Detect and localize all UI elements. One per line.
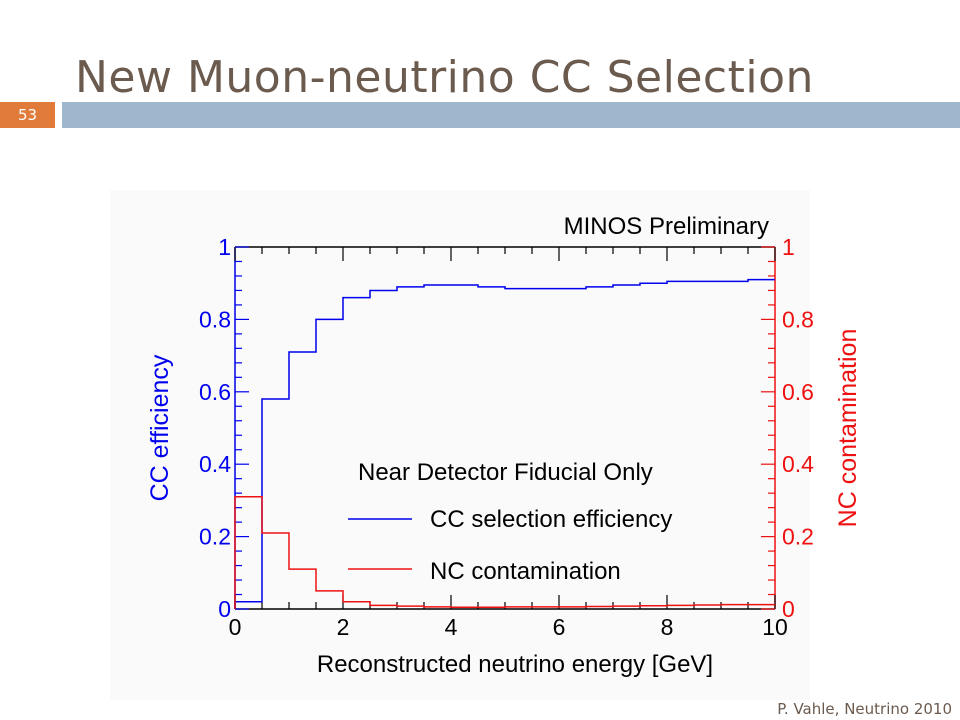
y-tick-label-right: 0	[782, 596, 795, 622]
y-tick-label-left: 1	[218, 234, 231, 260]
chart-header-text: MINOS Preliminary	[564, 213, 769, 240]
y-tick-label-right: 0.8	[782, 306, 814, 332]
page-number-badge: 53	[0, 102, 55, 128]
legend-label-nc: NC contamination	[430, 558, 621, 585]
x-tick-label: 0	[229, 614, 242, 640]
slide-title: New Muon-neutrino CC Selection	[75, 52, 814, 103]
y-tick-label-left: 0.8	[199, 306, 231, 332]
x-tick-label: 2	[337, 614, 350, 640]
y-tick-label-right: 0.6	[782, 379, 814, 405]
y-axis-title-left: CC efficiency	[146, 354, 174, 501]
nc-contamination-histogram	[234, 496, 775, 609]
y-axis-title-right: NC contamination	[834, 329, 862, 528]
y-tick-label-left: 0	[218, 596, 231, 622]
x-tick-label: 10	[762, 614, 788, 640]
y-tick-label-right: 1	[782, 234, 795, 260]
y-tick-label-left: 0.4	[199, 451, 231, 477]
legend-label-cc: CC selection efficiency	[430, 506, 672, 533]
x-tick-label: 8	[661, 614, 674, 640]
cc-efficiency-histogram	[234, 278, 775, 609]
x-axis-title: Reconstructed neutrino energy [GeV]	[317, 651, 713, 678]
y-tick-label-left: 0.2	[199, 524, 231, 550]
y-tick-label-left: 0.6	[199, 379, 231, 405]
x-tick-label: 4	[445, 614, 458, 640]
title-accent-bar	[62, 102, 960, 128]
legend-title: Near Detector Fiducial Only	[358, 459, 653, 486]
y-tick-label-right: 0.4	[782, 451, 814, 477]
y-tick-label-right: 0.2	[782, 524, 814, 550]
x-tick-label: 6	[553, 614, 566, 640]
footer-credit: P. Vahle, Neutrino 2010	[777, 700, 952, 718]
